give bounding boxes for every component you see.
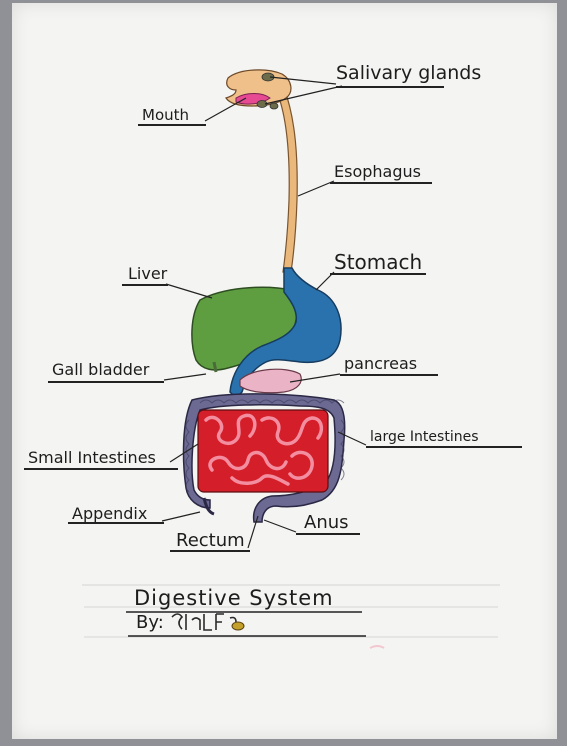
large-intestines-label: large Intestines <box>370 430 479 444</box>
esophagus-organ <box>277 88 297 272</box>
small-intestines-label: Small Intestines <box>28 450 156 466</box>
anus-label: Anus <box>304 514 349 532</box>
byline-label: By: <box>136 614 164 632</box>
esophagus-label: Esophagus <box>334 164 421 180</box>
stomach-label: Stomach <box>334 252 422 272</box>
small-intestine-organ <box>198 410 328 492</box>
salivary-gland-back <box>270 103 278 109</box>
author-signature <box>172 614 236 630</box>
diagram-title: Digestive System <box>134 588 334 609</box>
rectum-label: Rectum <box>176 532 245 550</box>
signature-doodle <box>232 622 244 630</box>
mouth-label: Mouth <box>142 108 189 123</box>
appendix-label: Appendix <box>72 506 147 522</box>
pancreas-label: pancreas <box>344 356 417 372</box>
salivary-glands-label: Salivary glands <box>336 64 481 83</box>
gall-bladder-label: Gall bladder <box>52 362 149 378</box>
liver-label: Liver <box>128 266 167 282</box>
